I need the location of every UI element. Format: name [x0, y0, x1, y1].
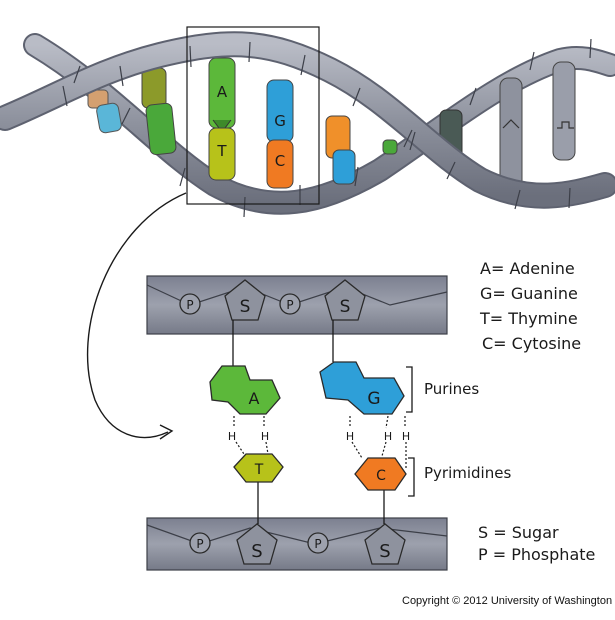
helix-rungs: [87, 57, 576, 191]
rung-thymine: [208, 127, 236, 181]
svg-text:S: S: [240, 297, 251, 317]
svg-text:Purines: Purines: [424, 380, 479, 398]
rung-green-stub: [382, 139, 398, 155]
svg-text:S: S: [340, 297, 351, 317]
zoom-arrowhead: [159, 424, 174, 440]
legend-adenine: A= Adenine: [480, 259, 575, 278]
legend-cytosine: C= Cytosine: [482, 334, 581, 353]
rung-grey-1-notch: [502, 119, 520, 129]
rung-olive: [141, 67, 167, 109]
pyrimidines-bracket: Pyrimidines: [408, 457, 511, 497]
bottom-phosphate-1: P: [189, 532, 211, 554]
helix-letter-t: T: [216, 142, 227, 160]
helix-letter-g: G: [274, 112, 286, 130]
helix-letter-c: C: [275, 152, 285, 170]
svg-text:C: C: [376, 468, 386, 484]
legend-thymine: T= Thymine: [479, 309, 578, 328]
svg-text:P: P: [186, 298, 193, 312]
bottom-sugar-1: S: [236, 523, 278, 565]
base-cytosine: C: [354, 457, 407, 491]
top-phosphate-1: P: [179, 293, 201, 315]
svg-text:G: G: [367, 389, 380, 409]
zoom-arrow: [86, 192, 187, 439]
base-guanine: G: [319, 361, 405, 415]
svg-text:T: T: [254, 462, 264, 478]
svg-text:S: S: [379, 541, 390, 562]
legend-bases: A= Adenine G= Guanine T= Thymine C= Cyto…: [479, 259, 581, 353]
double-helix: A T G C: [0, 31, 615, 218]
helix-base-letters: A T G C: [216, 83, 285, 170]
rung-grey-1: [499, 77, 523, 191]
rung-grey-2-notch: [557, 121, 574, 129]
svg-text:P: P: [286, 298, 293, 312]
svg-text:H: H: [261, 430, 269, 443]
svg-text:P: P: [314, 537, 321, 551]
rung-cytosine: [266, 139, 294, 189]
bottom-phosphate-2: P: [307, 532, 329, 554]
rung-grey-2: [552, 61, 576, 161]
svg-text:Pyrimidines: Pyrimidines: [424, 464, 511, 482]
copyright-notice: Copyright © 2012 University of Washingto…: [402, 595, 613, 607]
hydrogen-bonds: H H H H H: [228, 415, 410, 468]
legend-phosphate: P = Phosphate: [478, 545, 595, 564]
svg-text:S: S: [251, 541, 262, 562]
top-phosphate-2: P: [279, 293, 301, 315]
legend-sugar: S = Sugar: [478, 523, 559, 542]
base-thymine: T: [233, 453, 284, 483]
bottom-sugar-2: S: [364, 523, 406, 565]
rung-green-left: [145, 102, 177, 156]
svg-text:H: H: [228, 430, 236, 443]
top-sugar-1: S: [224, 279, 266, 321]
rung-cyan-right: [332, 149, 356, 185]
base-adenine: A: [209, 365, 281, 415]
zoom-box: [186, 26, 320, 205]
svg-text:H: H: [402, 430, 410, 443]
rung-cyan-left: [96, 102, 122, 134]
svg-text:P: P: [196, 537, 203, 551]
strand-segment-ticks: [62, 38, 592, 218]
rung-guanine: [266, 79, 294, 143]
svg-text:H: H: [346, 430, 354, 443]
purines-bracket: Purines: [406, 366, 479, 413]
legend-backbone: S = Sugar P = Phosphate: [478, 523, 595, 564]
legend-guanine: G= Guanine: [480, 284, 578, 303]
svg-text:H: H: [384, 430, 392, 443]
sugar-base-bonds: [232, 320, 385, 524]
helix-letter-a: A: [217, 83, 228, 101]
top-sugar-2: S: [324, 279, 366, 321]
svg-text:A: A: [249, 389, 260, 408]
